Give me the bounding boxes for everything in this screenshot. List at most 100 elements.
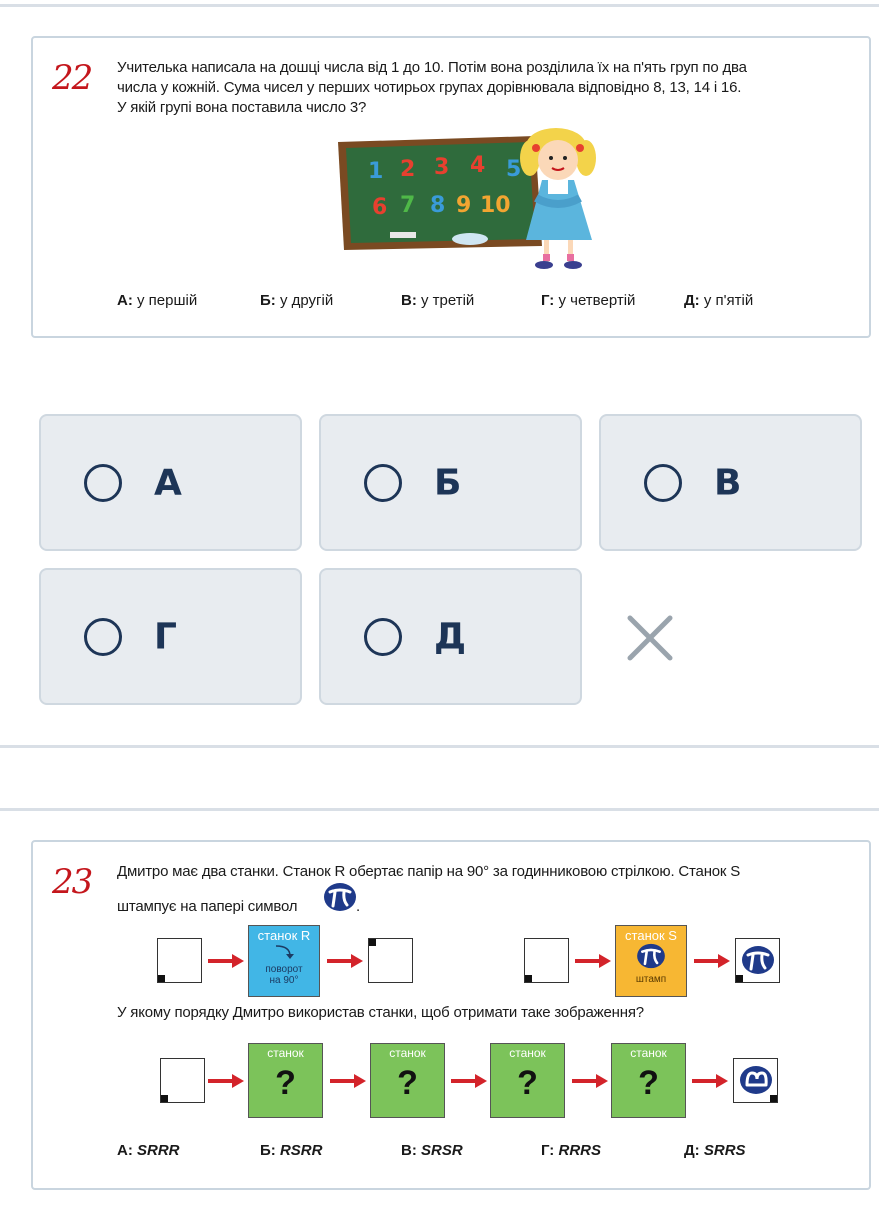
machine-caption: штамп (635, 974, 667, 985)
radio-circle-icon (364, 463, 402, 502)
machine-title: станок (630, 1046, 667, 1060)
option-b: Б: RSRR (260, 1142, 322, 1159)
pi-stamp-icon (324, 883, 356, 911)
red-arrow-icon (208, 1074, 244, 1088)
option-v: В: у третій (401, 292, 474, 309)
answer-letter: Д (434, 616, 467, 657)
red-arrow-icon (694, 954, 730, 968)
option-key: Д: (684, 1142, 700, 1159)
board-number: 9 (456, 193, 471, 218)
option-text: SRRR (132, 1142, 180, 1159)
option-a: А: у першій (117, 292, 197, 309)
option-key: Б: (260, 292, 276, 309)
option-text: RSRR (275, 1142, 323, 1159)
unknown-machine: станок ? (248, 1043, 323, 1118)
paper-square (160, 1058, 205, 1103)
option-key: Г: (541, 1142, 555, 1159)
question-mark: ? (397, 1064, 418, 1102)
red-arrow-icon (327, 954, 363, 968)
board-number: 8 (430, 193, 445, 218)
problem-text-period: . (356, 898, 360, 915)
machine-title: станок (389, 1046, 426, 1060)
chalkboard-illustration: 1 2 3 4 5 6 7 8 9 10 (338, 128, 596, 269)
radio-circle-icon (84, 463, 122, 502)
radio-circle-icon (644, 463, 682, 502)
option-key: В: (401, 292, 417, 309)
machine-title: станок S (625, 928, 677, 943)
pi-stamp-icon (637, 943, 665, 969)
answer-letter: Г (154, 616, 177, 657)
question-mark: ? (638, 1064, 659, 1102)
board-number: 5 (506, 157, 521, 182)
problem-23-frame (31, 840, 871, 1190)
red-arrow-icon (208, 954, 244, 968)
option-b: Б: у другій (260, 292, 333, 309)
answer-button-v[interactable]: В (599, 414, 862, 551)
option-key: В: (401, 1142, 417, 1159)
option-text: RRRS (554, 1142, 601, 1159)
option-text: у п'ятій (699, 292, 754, 309)
unknown-machine: станок ? (370, 1043, 445, 1118)
option-d: Д: SRRS (684, 1142, 746, 1159)
option-key: Д: (684, 292, 700, 309)
board-number: 3 (434, 155, 449, 180)
unknown-machine: станок ? (490, 1043, 565, 1118)
problem-number: 23 (52, 862, 93, 902)
option-key: Б: (260, 1142, 276, 1159)
pi-stamp-icon (742, 946, 774, 974)
board-number: 10 (480, 193, 511, 218)
board-number: 1 (368, 159, 383, 184)
machine-s: станок S штамп (615, 925, 687, 997)
option-g: Г: RRRS (541, 1142, 601, 1159)
board-number: 4 (470, 153, 485, 178)
rotate-arrow-icon (275, 945, 294, 959)
answer-button-b[interactable]: Б (319, 414, 582, 551)
paper-square-stamped (735, 938, 780, 983)
machine-caption: на 90° (269, 975, 299, 986)
girl-illustration (520, 128, 596, 269)
answer-letter: А (154, 462, 182, 503)
problem-text-line: Дмитро має два станки. Станок R обертає … (117, 863, 741, 880)
problem-22-options: А: у першій Б: у другій В: у третій Г: у… (0, 292, 879, 314)
paper-square (368, 938, 413, 983)
option-text: у третій (416, 292, 475, 309)
option-key: Г: (541, 292, 555, 309)
board-number: 6 (372, 195, 387, 220)
option-d: Д: у п'ятій (684, 292, 753, 309)
problem-text-line: числа у кожній. Сума чисел у перших чоти… (117, 79, 742, 96)
question-mark: ? (275, 1064, 296, 1102)
option-key: А: (117, 1142, 133, 1159)
problem-23-question: У якому порядку Дмитро використав станки… (117, 1004, 644, 1021)
option-text: у другій (275, 292, 334, 309)
option-g: Г: у четвертій (541, 292, 635, 309)
board-number: 7 (400, 193, 415, 218)
option-a: А: SRRR (117, 1142, 180, 1159)
machine-title: станок (267, 1046, 304, 1060)
close-x-icon[interactable] (622, 610, 678, 666)
red-arrow-icon (692, 1074, 728, 1088)
answer-button-a[interactable]: А (39, 414, 302, 551)
question-mark: ? (517, 1064, 538, 1102)
red-arrow-icon (451, 1074, 487, 1088)
problem-23-text-line2: штампує на папері символ (117, 897, 298, 917)
red-arrow-icon (330, 1074, 366, 1088)
answer-button-g[interactable]: Г (39, 568, 302, 705)
unknown-machine: станок ? (611, 1043, 686, 1118)
answer-letter: Б (434, 462, 462, 503)
paper-square (524, 938, 569, 983)
answer-button-d[interactable]: Д (319, 568, 582, 705)
option-key: А: (117, 292, 133, 309)
paper-square (157, 938, 202, 983)
machine-title: станок R (257, 928, 311, 943)
radio-circle-icon (84, 617, 122, 656)
machine-caption: поворот (265, 964, 303, 975)
option-text: SRRS (699, 1142, 746, 1159)
paper-square-result (733, 1058, 778, 1103)
machine-r: станок R поворот на 90° (248, 925, 320, 997)
option-v: В: SRSR (401, 1142, 463, 1159)
problem-23-text: Дмитро має два станки. Станок R обертає … (117, 862, 857, 882)
problem-text-fragment: штампує на папері символ (117, 898, 298, 915)
problem-23-options: А: SRRR Б: RSRR В: SRSR Г: RRRS Д: SRRS (0, 1142, 879, 1164)
problem-text-line: Учителька написала на дошці числа від 1 … (117, 59, 747, 76)
pi-stamp-rotated-icon (740, 1066, 772, 1094)
